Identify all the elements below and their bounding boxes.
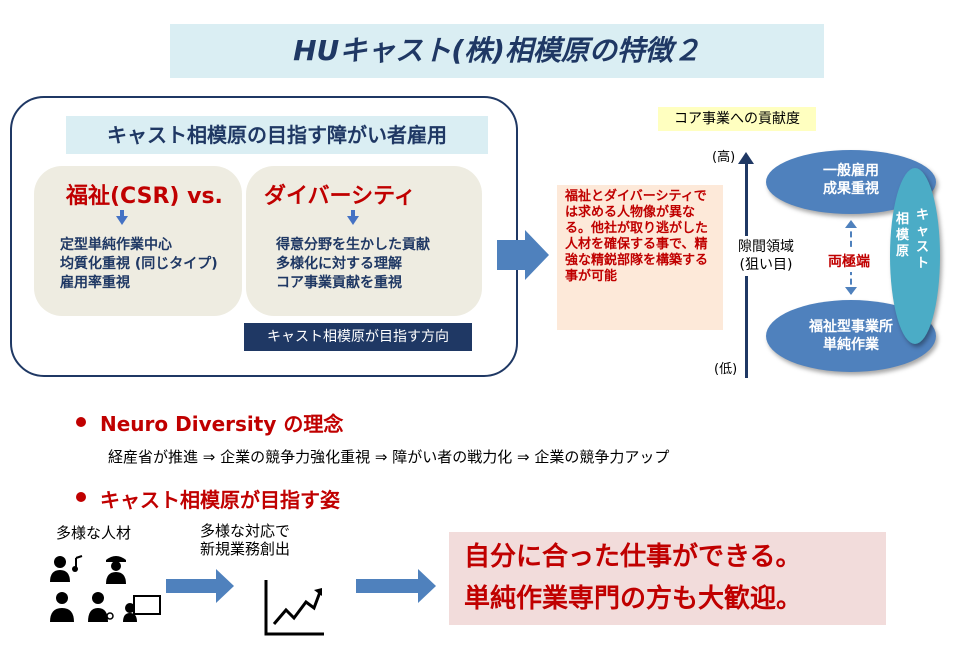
down-arrow-icon [347, 216, 359, 225]
businessman-icon [50, 592, 74, 622]
cast-sagamihara-ellipse [890, 168, 940, 344]
cast-col-1: キャスト [916, 208, 930, 271]
gap-label-line: (狙い目) [739, 257, 793, 273]
ellipse-text: 成果重視 [823, 181, 879, 197]
high-label: (高) [712, 150, 736, 165]
flow-arrow-icon [356, 579, 418, 593]
neuro-heading: Neuro Diversity の理念 [100, 412, 344, 436]
bullet-icon [76, 417, 86, 427]
bullet-icon [76, 492, 86, 502]
response-line: 多様な対応で [200, 522, 291, 540]
gap-label-line: 隙間領域 [738, 239, 794, 255]
response-line: 新規業務創出 [200, 540, 291, 558]
down-arrow-icon [845, 287, 857, 295]
diversity-item: 得意分野を生かした貢献 [276, 237, 430, 253]
person-icon [50, 556, 70, 582]
diversity-panel [246, 166, 482, 316]
welfare-item: 雇用率重視 [60, 275, 130, 291]
low-label: (低) [714, 362, 738, 377]
message-box [449, 532, 886, 625]
welfare-panel [34, 166, 242, 316]
aim-heading: キャスト相模原が目指す姿 [100, 488, 340, 512]
people-icons [50, 555, 161, 623]
ellipse-text: 一般雇用 [823, 163, 879, 179]
worker-helmet-icon [106, 556, 126, 584]
cast-col-2: 相模原 [896, 212, 910, 259]
presenter-icon [123, 595, 161, 623]
right-arrow-icon [497, 240, 525, 270]
page-title: HUキャスト(株)相模原の特徴２ [293, 34, 701, 67]
welfare-item: 均質化重視 (同じタイプ) [60, 256, 218, 272]
flow-arrow-icon [166, 579, 216, 593]
direction-tag: キャスト相模原が目指す方向 [244, 323, 472, 351]
gap-label: 隙間領域 (狙い目) [736, 236, 796, 276]
up-arrow-icon [845, 220, 857, 228]
person-with-note-icon [72, 555, 83, 572]
welfare-list: 定型単純作業中心 均質化重視 (同じタイプ) 雇用率重視 [60, 236, 218, 293]
flow-arrow-head-icon [418, 569, 436, 603]
down-arrow-icon [116, 216, 128, 225]
message-line-2: 単純作業専門の方も大歓迎。 [464, 584, 803, 614]
diversity-item: コア事業貢献を重視 [276, 275, 402, 291]
title-background [170, 24, 824, 78]
contribution-label: コア事業への貢献度 [658, 107, 816, 131]
message-line-1: 自分に合った仕事ができる。 [464, 542, 802, 572]
welfare-item: 定型単純作業中心 [60, 237, 172, 253]
up-arrow-icon [738, 152, 754, 164]
explanation-box: 福祉とダイバーシティでは求める人物像が異なる。他社が取り逃がした人材を確保する事… [557, 185, 723, 330]
flow-arrow-head-icon [216, 569, 234, 603]
poles-label: 両極端 [826, 250, 872, 272]
ellipse-text: 単純作業 [823, 337, 879, 353]
growth-chart-icon [264, 580, 324, 636]
diverse-talent-label: 多様な人材 [56, 524, 132, 542]
diversity-heading: ダイバーシティ [264, 184, 416, 209]
diversity-list: 得意分野を生かした貢献 多様化に対する理解 コア事業貢献を重視 [276, 236, 430, 293]
right-arrow-head-icon [525, 230, 549, 280]
diversity-arrow-stem [351, 210, 355, 216]
ellipse-text: 福祉型事業所 [809, 319, 893, 335]
employment-heading: キャスト相模原の目指す障がい者雇用 [66, 116, 488, 154]
neuro-flow: 経産省が推進 ⇒ 企業の競争力強化重視 ⇒ 障がい者の戦力化 ⇒ 企業の競争力ア… [108, 448, 670, 466]
woman-icon [88, 592, 114, 622]
response-label: 多様な対応で 新規業務創出 [200, 522, 290, 558]
welfare-arrow-stem [120, 210, 124, 216]
diversity-item: 多様化に対する理解 [276, 256, 402, 272]
welfare-heading: 福祉(CSR) vs. [66, 184, 223, 209]
